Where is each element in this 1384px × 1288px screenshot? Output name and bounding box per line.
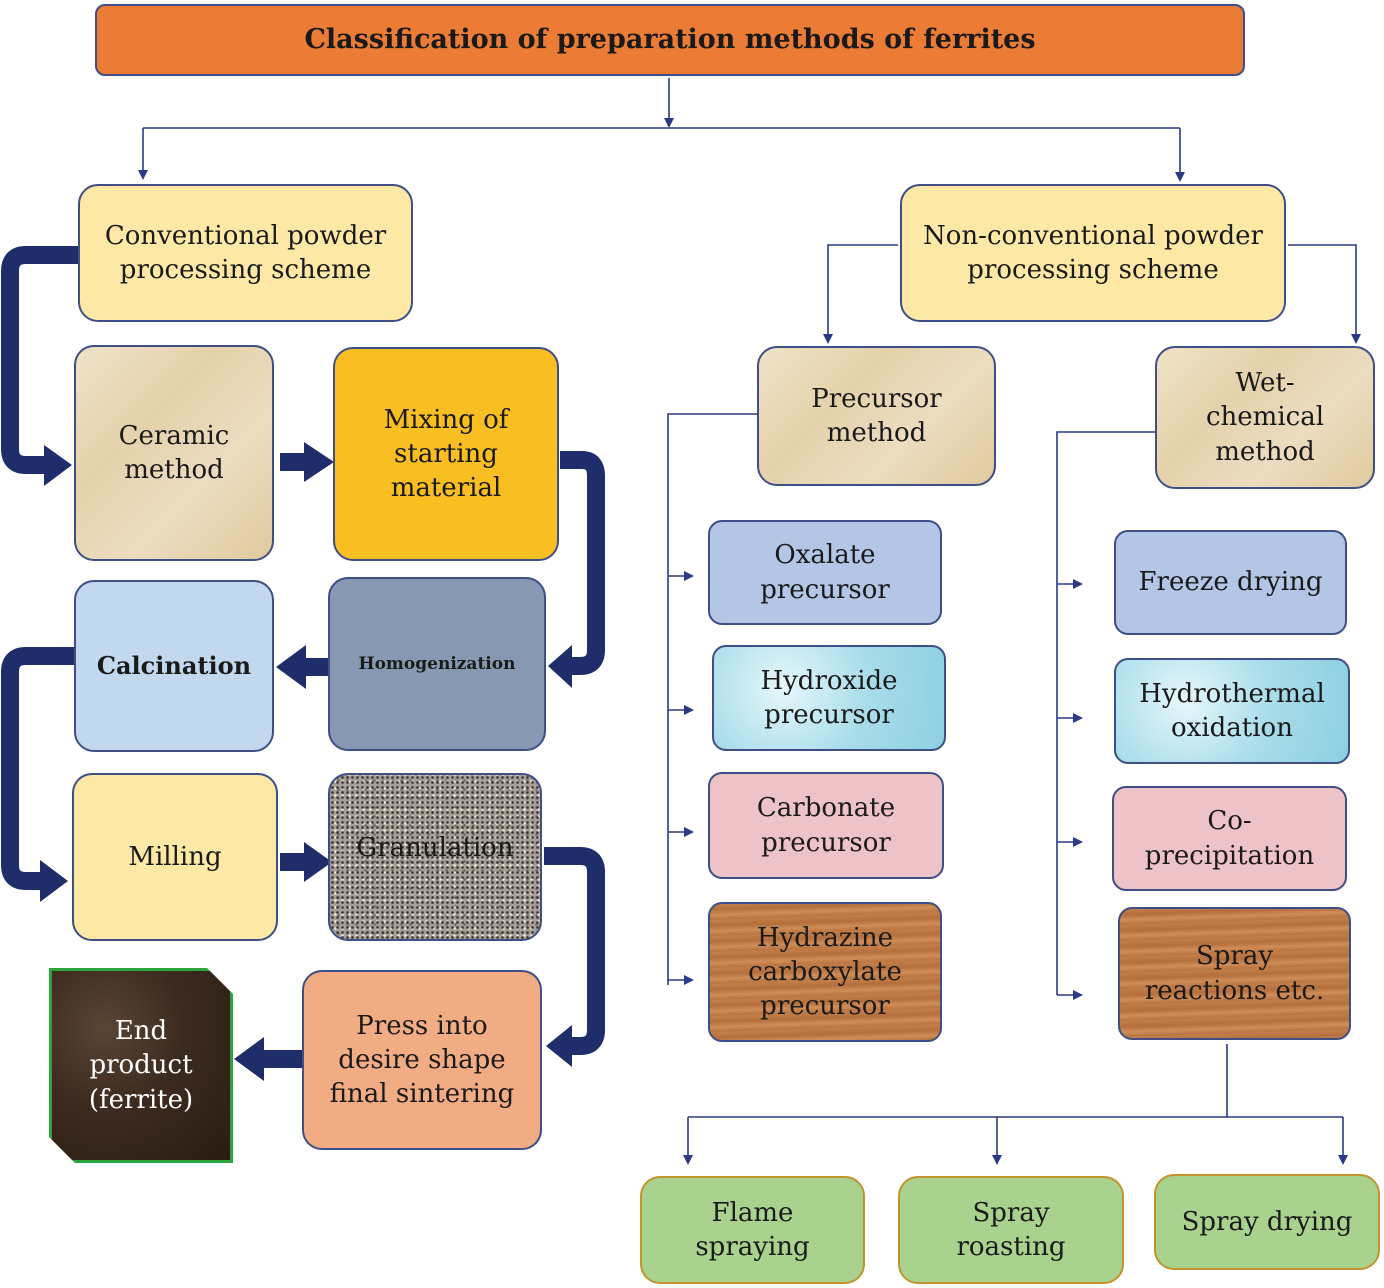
spray-reactions-box: Spray reactions etc. <box>1118 907 1351 1040</box>
conventional-scheme-box: Conventional powder processing scheme <box>78 184 413 322</box>
wet-chemical-box: Wet- chemical method <box>1155 346 1375 489</box>
granulation-box: Granulation <box>328 773 542 941</box>
spray-roasting-box: Spray roasting <box>898 1176 1124 1284</box>
arrow-mixing-to-homogenization <box>560 451 605 675</box>
hydroxide-precursor-box: Hydroxide precursor <box>712 645 946 751</box>
arrow-conventional-to-ceramic <box>1 246 78 474</box>
wet-bracket <box>1056 431 1155 995</box>
spray-drying-box: Spray drying <box>1154 1174 1380 1270</box>
to-wet-line <box>1288 244 1361 344</box>
flame-spraying-box: Flame spraying <box>640 1176 865 1284</box>
hydrazine-precursor-box: Hydrazine carboxylate precursor <box>708 902 942 1042</box>
nonconventional-scheme-box: Non-conventional powder processing schem… <box>900 184 1286 322</box>
ceramic-method-box: Ceramic method <box>74 345 274 561</box>
milling-box: Milling <box>72 773 278 941</box>
to-precursor-line <box>823 244 898 344</box>
mixing-box: Mixing of starting material <box>333 347 559 561</box>
oxalate-precursor-box: Oxalate precursor <box>708 520 942 625</box>
calcination-box: Calcination <box>74 580 274 752</box>
arrow-calcination-to-milling <box>1 647 74 890</box>
arrow-granulation-to-press <box>544 847 605 1055</box>
precursor-bracket <box>667 413 757 985</box>
diagram-title: Classification of preparation methods of… <box>95 4 1245 76</box>
homogenization-box: Homogenization <box>328 577 546 751</box>
carbonate-precursor-box: Carbonate precursor <box>708 772 944 879</box>
end-product-box: End product (ferrite) <box>49 968 233 1163</box>
hydrothermal-oxidation-box: Hydrothermal oxidation <box>1114 658 1350 764</box>
freeze-drying-box: Freeze drying <box>1114 530 1347 635</box>
co-precipitation-box: Co- precipitation <box>1112 786 1347 891</box>
press-sintering-box: Press into desire shape final sintering <box>302 970 542 1150</box>
precursor-method-box: Precursor method <box>757 346 996 486</box>
